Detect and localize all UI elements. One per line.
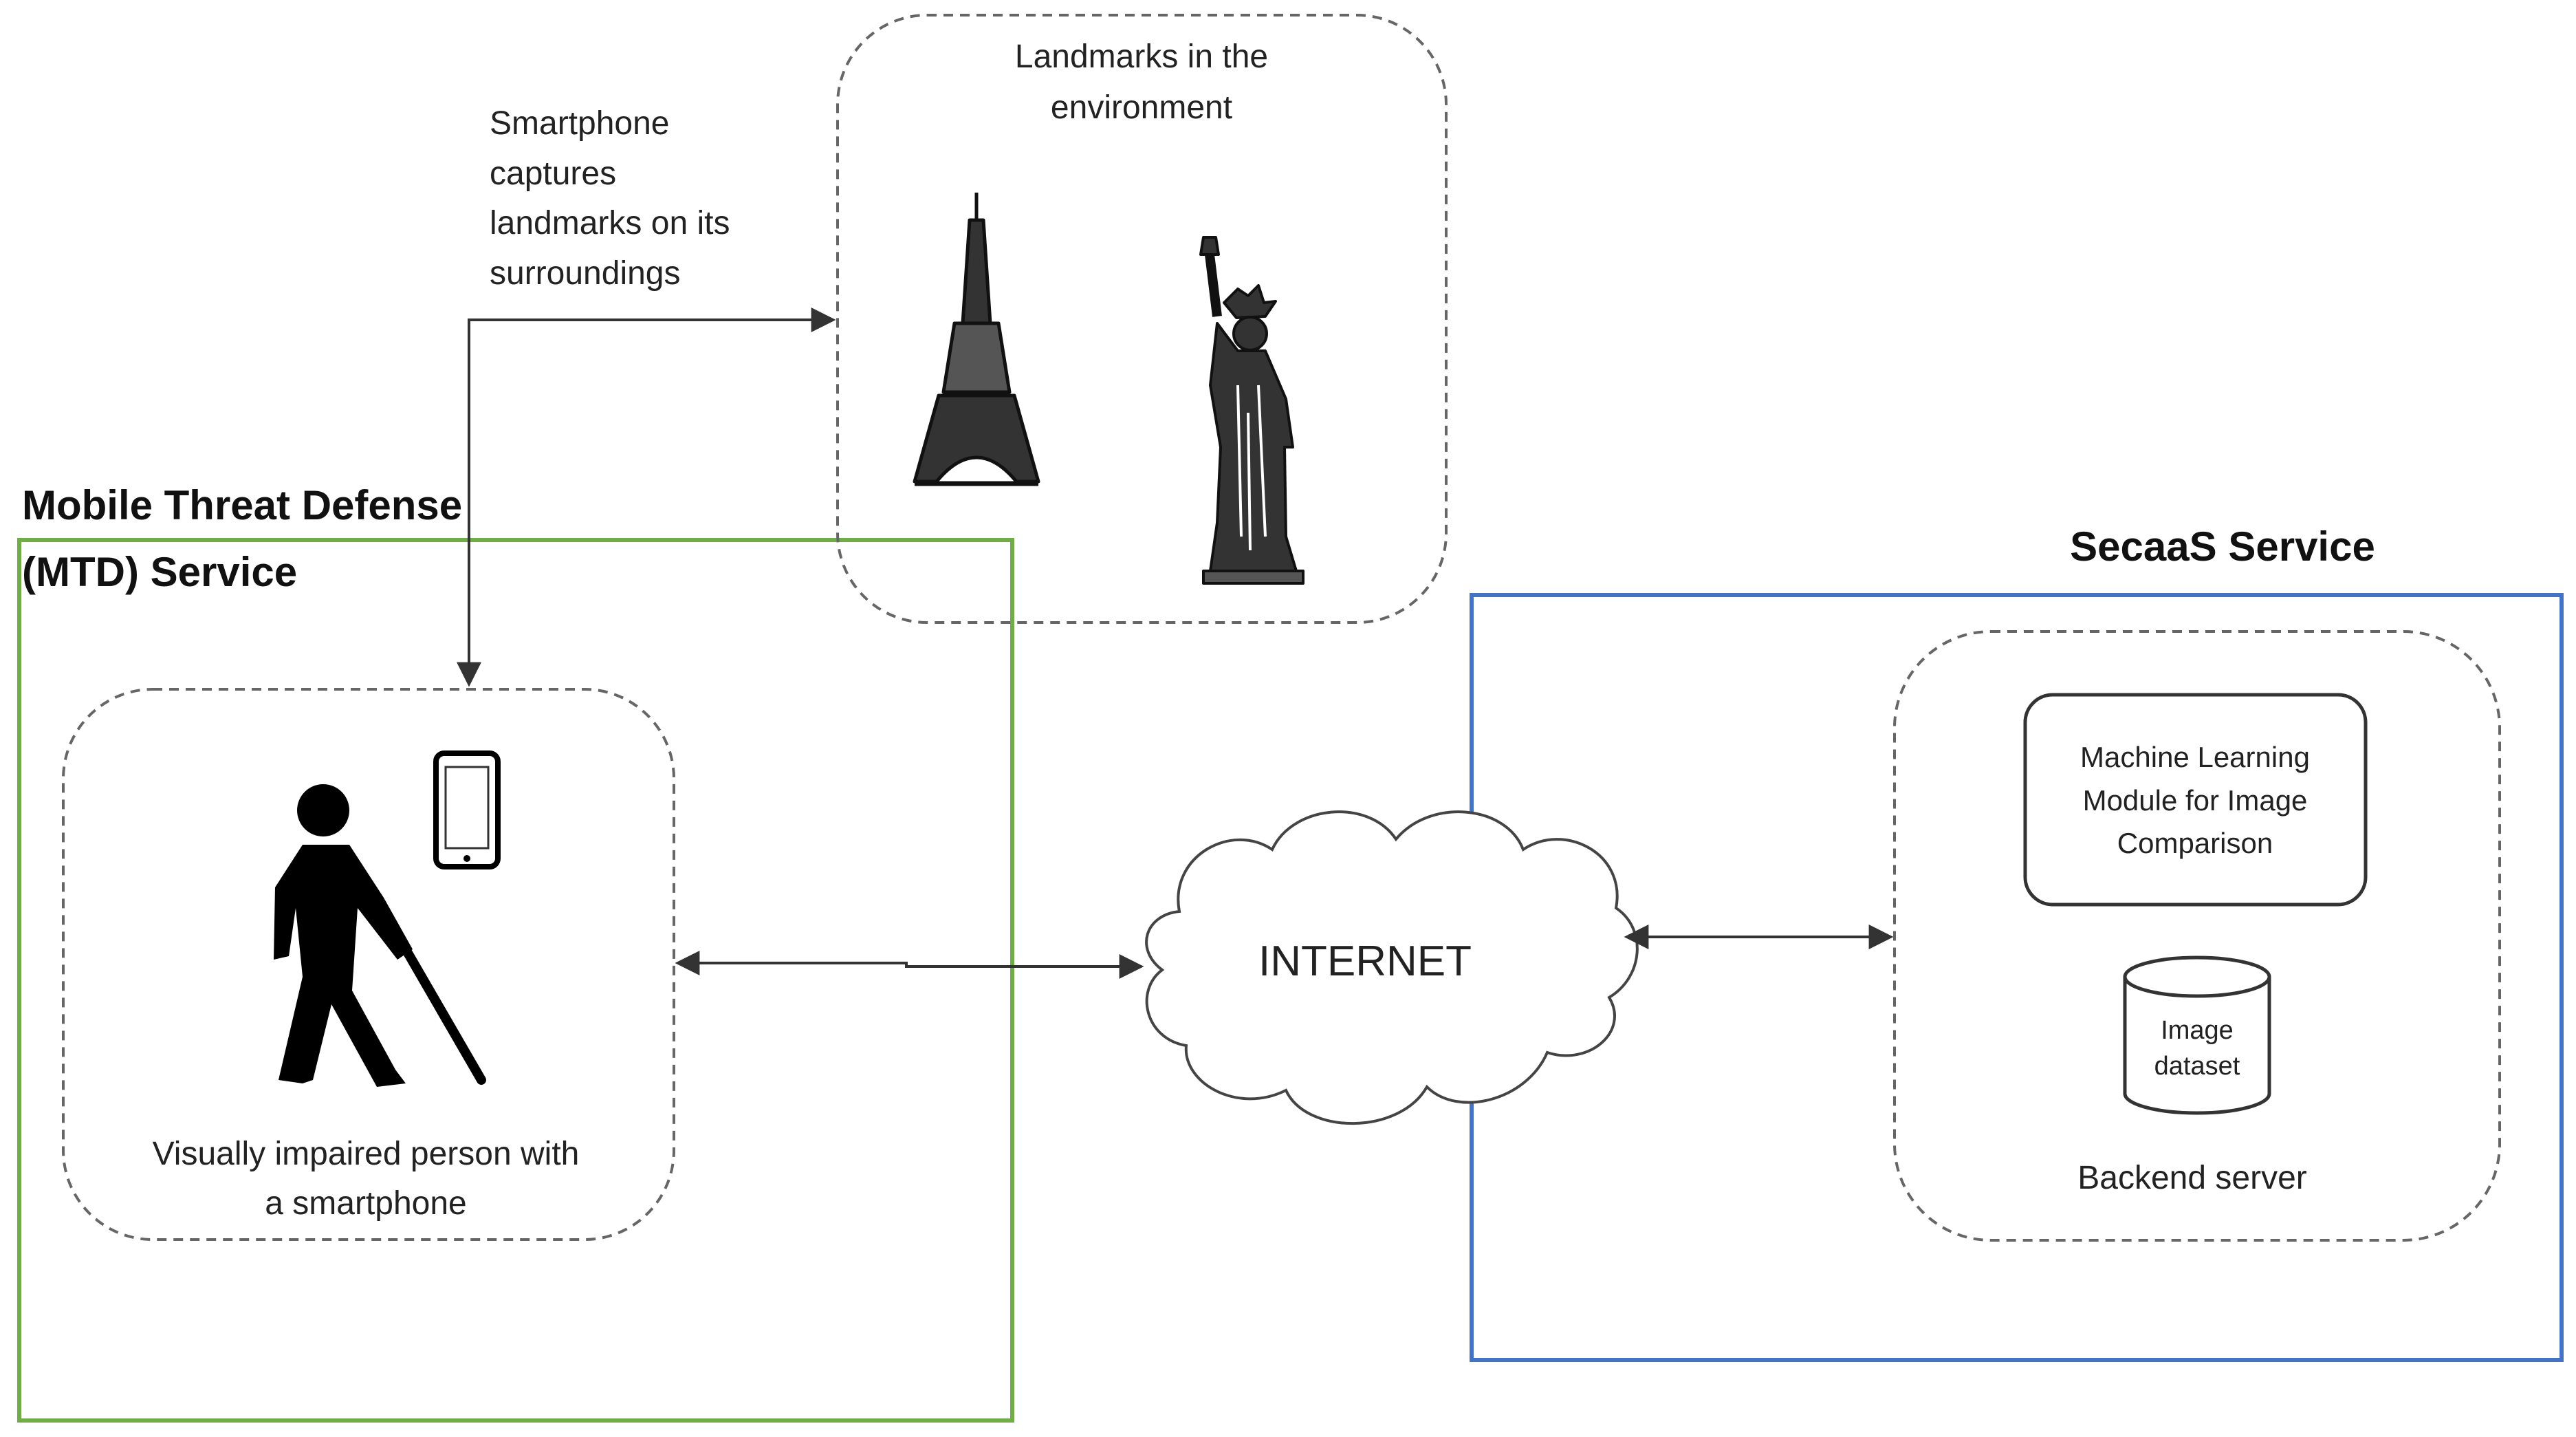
user-caption-line1: Visually impaired person with bbox=[153, 1136, 580, 1172]
user-group bbox=[62, 688, 675, 1241]
blind-person-with-cane-icon bbox=[274, 784, 486, 1087]
landmarks-group bbox=[836, 14, 1448, 624]
internet-label: INTERNET bbox=[1258, 938, 1472, 985]
capture-note-line2: captures bbox=[490, 155, 616, 192]
mtd-service-box bbox=[17, 538, 1014, 1423]
capture-connector bbox=[457, 307, 836, 687]
statue-of-liberty-icon bbox=[1199, 236, 1305, 585]
user-internet-connector bbox=[675, 951, 1144, 979]
capture-note-line1: Smartphone bbox=[490, 105, 670, 142]
backend-server-caption: Backend server bbox=[2077, 1160, 2307, 1196]
ml-module-line2: Module for Image bbox=[2083, 784, 2308, 817]
landmarks-caption-line1: Landmarks in the bbox=[1015, 39, 1268, 75]
landmarks-caption-line2: environment bbox=[1051, 89, 1232, 126]
smartphone-icon bbox=[433, 750, 501, 869]
mtd-title-line1: Mobile Threat Defense bbox=[22, 482, 462, 528]
secaas-title: SecaaS Service bbox=[2070, 523, 2375, 570]
database-cylinder-icon bbox=[2123, 955, 2271, 1115]
backend-server-group bbox=[1893, 630, 2501, 1242]
ml-module-line3: Comparison bbox=[2117, 827, 2273, 859]
ml-module-line1: Machine Learning bbox=[2080, 741, 2310, 773]
secaas-service-box bbox=[1470, 593, 2564, 1362]
capture-note-line4: surroundings bbox=[490, 255, 681, 292]
mtd-title-line2: (MTD) Service bbox=[22, 549, 297, 595]
cloud-icon bbox=[1145, 810, 1639, 1125]
user-caption-line2: a smartphone bbox=[265, 1185, 467, 1222]
eiffel-tower-icon bbox=[913, 193, 1040, 486]
dataset-label-line1: Image bbox=[2161, 1016, 2234, 1045]
ml-module-box bbox=[2023, 693, 2368, 907]
capture-note-line3: landmarks on its bbox=[490, 205, 730, 241]
dataset-label-line2: dataset bbox=[2154, 1052, 2240, 1081]
